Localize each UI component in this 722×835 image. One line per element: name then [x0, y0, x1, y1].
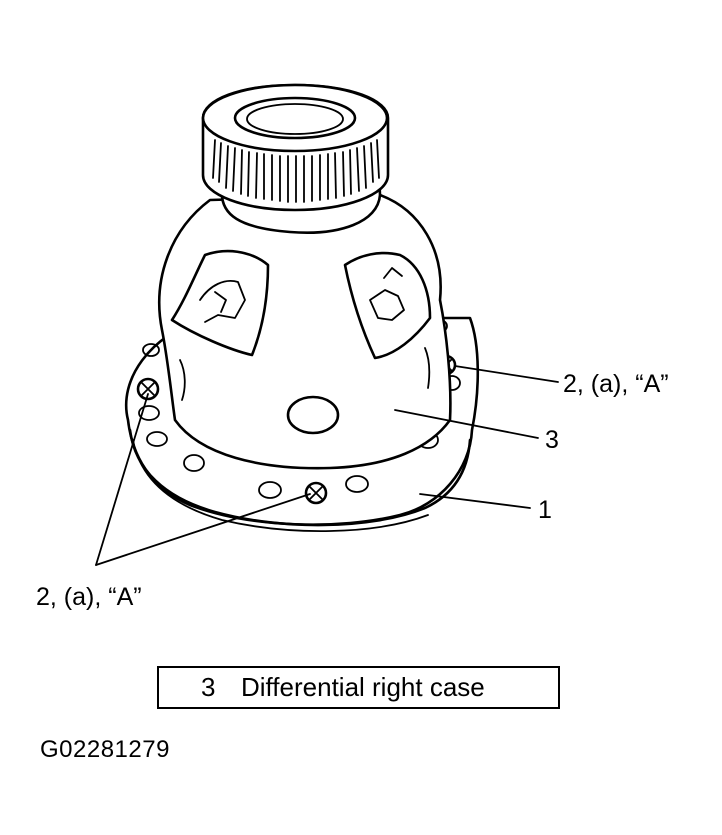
legend-label: Differential right case	[241, 672, 485, 702]
callout-bolt-right: 2, (a), “A”	[563, 370, 669, 398]
case-neck	[201, 83, 390, 234]
legend-box: 3 Differential right case	[157, 666, 560, 709]
leader-lines	[95, 365, 559, 566]
case-body	[158, 193, 452, 470]
callout-bolts-left: 2, (a), “A”	[36, 583, 142, 611]
bolt-left	[136, 377, 160, 401]
callout-flange: 1	[538, 496, 552, 524]
legend-number: 3	[201, 672, 216, 702]
callout-case: 3	[545, 426, 559, 454]
figure-id: G02281279	[40, 736, 170, 763]
bolt-bottom	[304, 481, 328, 505]
